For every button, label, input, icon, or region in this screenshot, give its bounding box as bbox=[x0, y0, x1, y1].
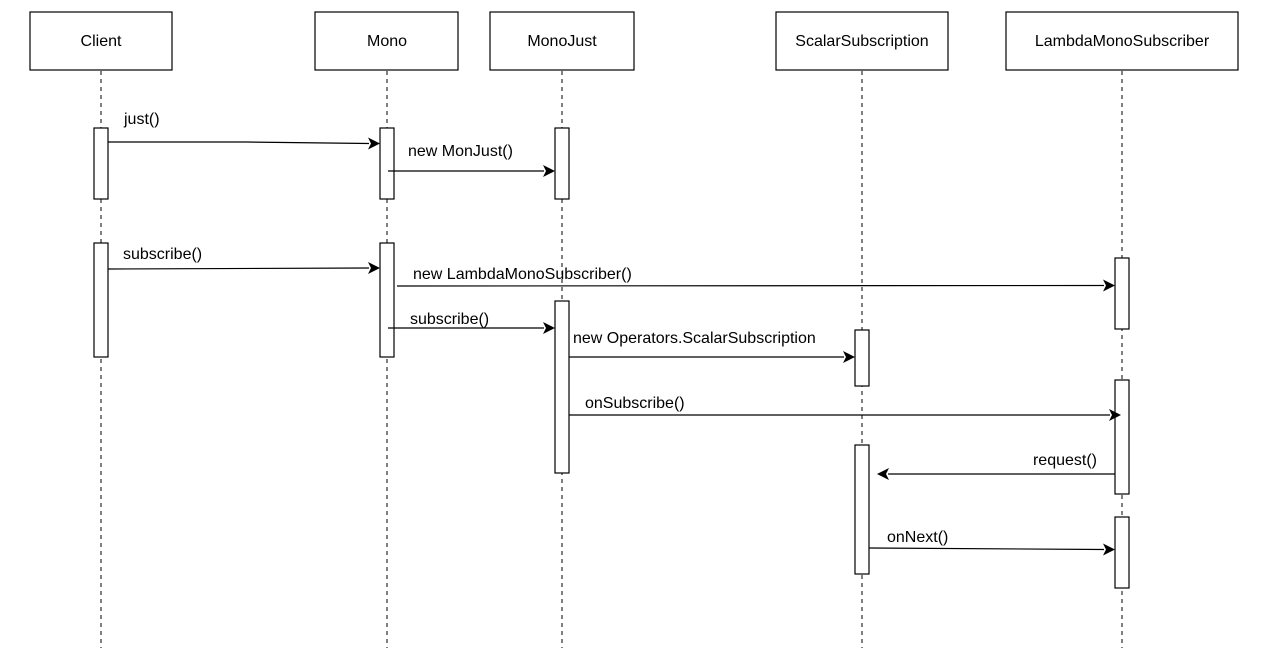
message-subscribe-monojust: subscribe() bbox=[388, 311, 555, 334]
activation-mono-2 bbox=[379, 242, 395, 358]
participant-monojust: MonoJust bbox=[489, 11, 635, 71]
participant-mono-label: Mono bbox=[367, 33, 407, 50]
activation-scalar-2 bbox=[854, 444, 870, 575]
activation-client-1 bbox=[93, 127, 109, 200]
message-onnext-label: onNext() bbox=[887, 529, 948, 546]
participant-monojust-label: MonoJust bbox=[527, 33, 597, 50]
message-onnext: onNext() bbox=[868, 529, 1115, 556]
message-onsubscribe: onSubscribe() bbox=[569, 395, 1121, 421]
activation-lambda-3 bbox=[1114, 516, 1130, 589]
participant-lambda: LambdaMonoSubscriber bbox=[1005, 11, 1239, 71]
participant-mono: Mono bbox=[314, 11, 459, 71]
participant-scalar-label: ScalarSubscription bbox=[795, 33, 928, 50]
message-just-label: just() bbox=[123, 111, 160, 128]
message-onsubscribe-label: onSubscribe() bbox=[585, 395, 685, 412]
message-subscribe-monojust-label: subscribe() bbox=[410, 311, 489, 328]
activation-client-2 bbox=[93, 242, 109, 358]
message-new-scalar-label: new Operators.ScalarSubscription bbox=[573, 330, 816, 347]
message-new-lambda: new LambdaMonoSubscriber() bbox=[396, 266, 1115, 292]
participant-client: Client bbox=[29, 11, 173, 71]
activation-lambda-2 bbox=[1114, 379, 1130, 495]
activation-scalar-1 bbox=[854, 329, 870, 387]
participant-lambda-label: LambdaMonoSubscriber bbox=[1035, 33, 1210, 50]
message-request-label: request() bbox=[1033, 452, 1097, 469]
activation-mono-1 bbox=[379, 127, 395, 200]
message-new-monjust-label: new MonJust() bbox=[408, 143, 513, 160]
message-just: just() bbox=[108, 111, 380, 150]
activation-monojust-1 bbox=[554, 127, 570, 200]
message-new-monjust: new MonJust() bbox=[388, 143, 555, 177]
participant-scalar: ScalarSubscription bbox=[775, 11, 949, 71]
message-subscribe-client-label: subscribe() bbox=[123, 246, 202, 263]
message-new-scalar: new Operators.ScalarSubscription bbox=[569, 330, 855, 363]
message-request: request() bbox=[877, 452, 1115, 480]
participant-client-label: Client bbox=[81, 33, 122, 50]
message-subscribe-client: subscribe() bbox=[107, 246, 380, 274]
activation-lambda-1 bbox=[1114, 257, 1130, 330]
activation-monojust-2 bbox=[554, 300, 570, 474]
message-new-lambda-label: new LambdaMonoSubscriber() bbox=[413, 266, 632, 283]
